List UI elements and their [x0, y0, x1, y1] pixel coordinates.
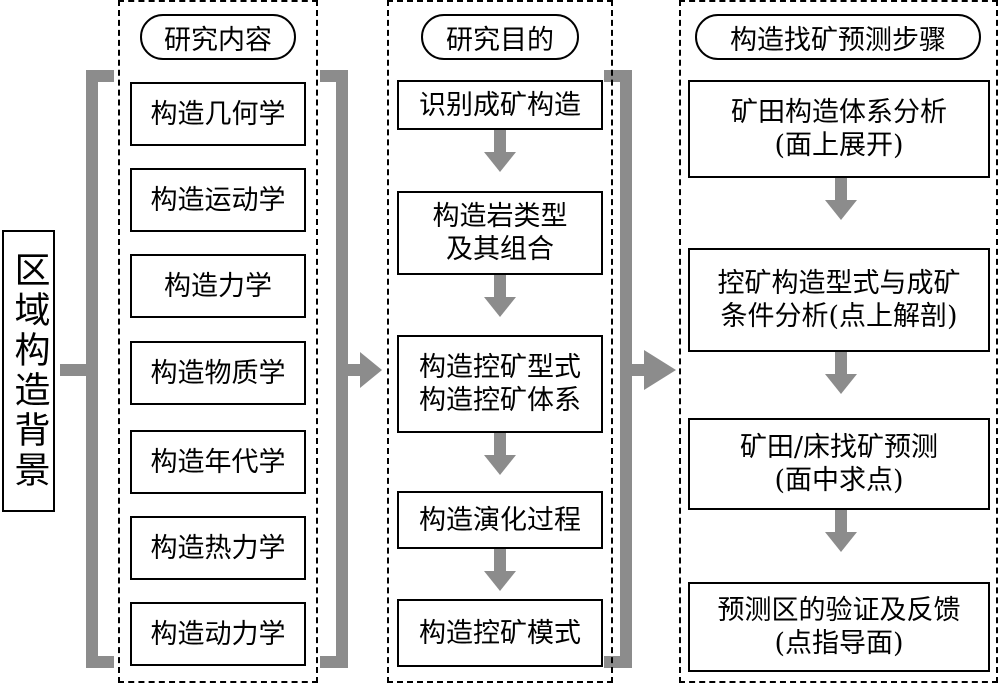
regional-background-box: 区域构造背景 [2, 230, 55, 512]
column-prediction-steps [679, 0, 998, 683]
bracket-right-2 [620, 70, 632, 668]
purpose-item-4: 构造演化过程 [397, 491, 603, 549]
content-item-1: 构造几何学 [130, 82, 306, 146]
step-item-1: 矿田构造体系分析 (面上展开) [688, 80, 990, 178]
column-title-research-content: 研究内容 [140, 14, 296, 60]
step-item-2: 控矿构造型式与成矿 条件分析(点上解剖) [688, 248, 990, 352]
bracket-right-1 [336, 70, 348, 668]
purpose-item-2: 构造岩类型 及其组合 [397, 191, 603, 275]
bracket-left-1 [86, 70, 98, 668]
arrow-col2-to-col3 [644, 350, 676, 390]
purpose-item-1: 识别成矿构造 [397, 80, 603, 130]
regional-background-label: 区域构造背景 [8, 251, 50, 491]
content-item-5: 构造年代学 [130, 430, 306, 494]
content-item-6: 构造热力学 [130, 516, 306, 580]
purpose-item-5: 构造控矿模式 [397, 599, 603, 667]
content-item-2: 构造运动学 [130, 168, 306, 232]
connector-stub-1 [60, 364, 90, 376]
column-title-research-purpose: 研究目的 [421, 14, 579, 60]
column-title-prediction-steps: 构造找矿预测步骤 [695, 14, 981, 60]
arrow-col1-to-col2 [360, 352, 382, 388]
content-item-3: 构造力学 [130, 254, 306, 318]
step-item-3: 矿田/床找矿预测 (面中求点) [688, 418, 990, 510]
column-research-content [118, 0, 318, 683]
step-item-4: 预测区的验证及反馈 (点指导面) [688, 582, 990, 672]
column-research-purpose [387, 0, 613, 683]
purpose-item-3: 构造控矿型式 构造控矿体系 [397, 335, 603, 433]
content-item-4: 构造物质学 [130, 341, 306, 405]
content-item-7: 构造动力学 [130, 602, 306, 666]
